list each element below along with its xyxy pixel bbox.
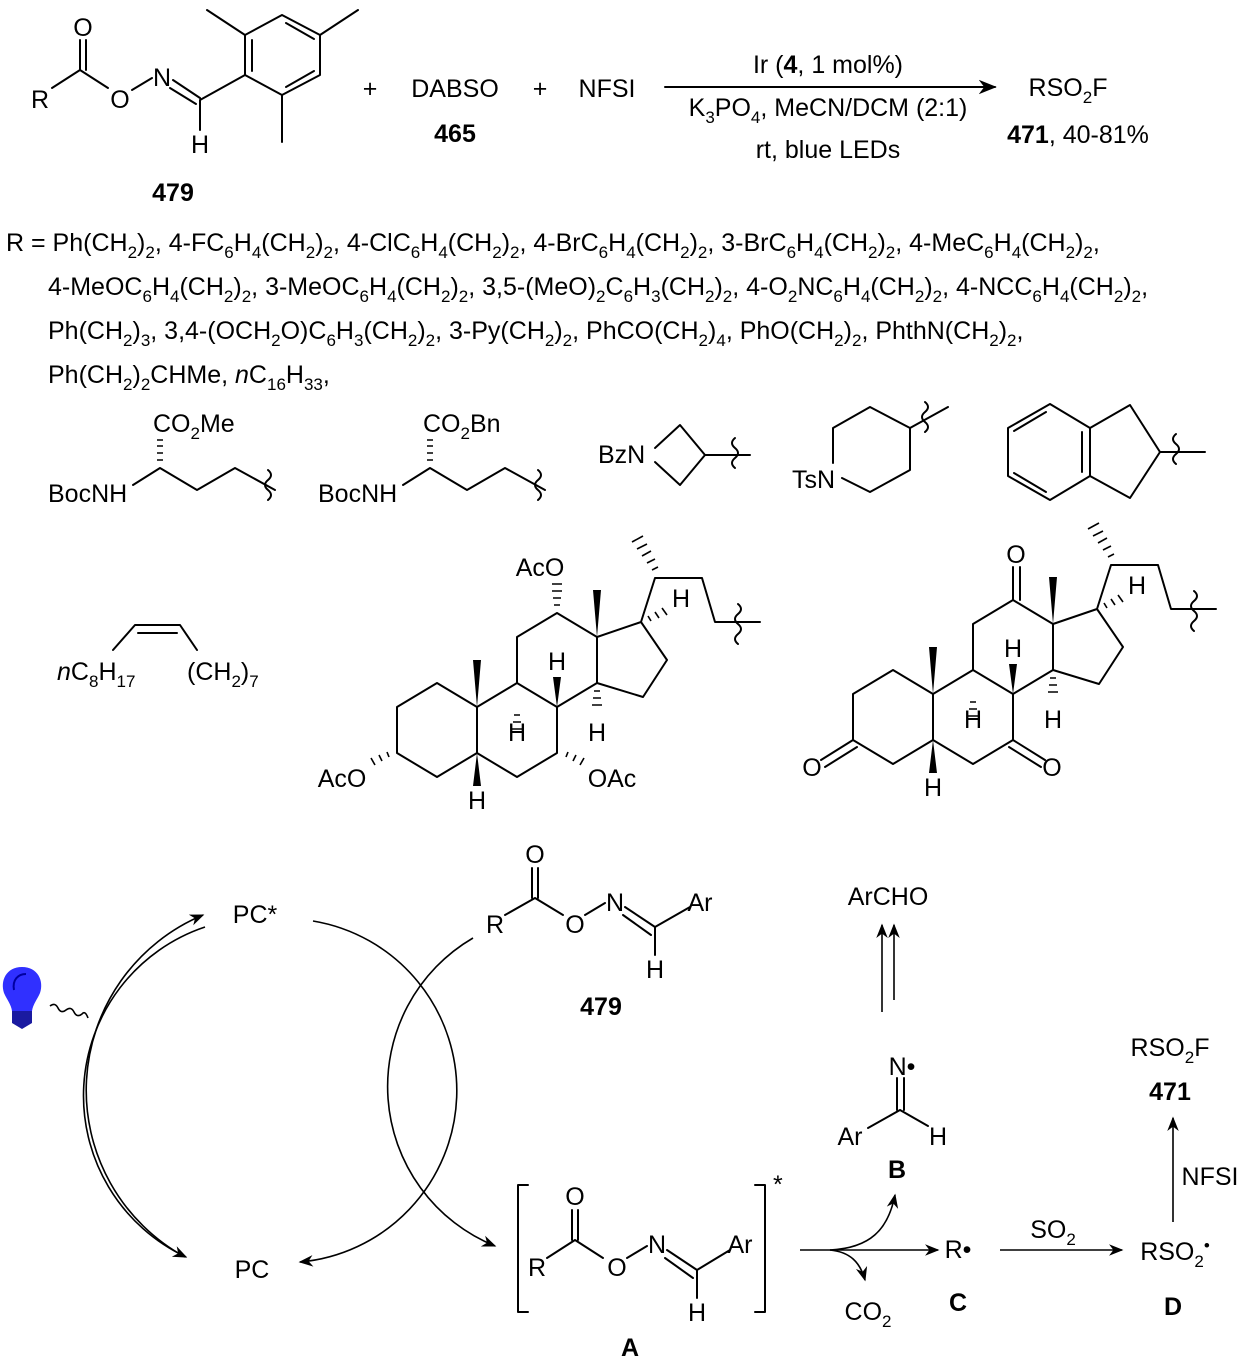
atom-o: O xyxy=(73,14,92,42)
compound-label-479: 479 xyxy=(152,179,194,207)
catalyst-conditions: Ir (4, 1 mol%) xyxy=(753,51,903,79)
atom-o: O xyxy=(110,86,129,114)
alkyl-radical: R• xyxy=(945,1236,972,1264)
acetoxy-group: AcO xyxy=(318,765,367,793)
atom-o: O xyxy=(1042,754,1061,782)
nitrogen-group: TsN xyxy=(792,466,835,494)
r-label: R xyxy=(528,1254,546,1282)
plus-sign: + xyxy=(363,75,378,103)
atom-h: H xyxy=(924,774,942,802)
substrate-479-structure: O R O N Ar H 479 xyxy=(486,841,713,1021)
intermediate-label-d: D xyxy=(1164,1293,1182,1321)
atom-h: H xyxy=(964,706,982,734)
nfsi-name: NFSI xyxy=(579,75,636,103)
atom-h: H xyxy=(929,1123,947,1151)
product-formula: RSO2F xyxy=(1131,1034,1210,1067)
misc-conditions: rt, blue LEDs xyxy=(756,136,901,164)
nfsi-reagent: NFSI xyxy=(1182,1163,1239,1191)
photocatalytic-cycle: PC* PC xyxy=(2,901,497,1284)
plus-sign: + xyxy=(533,75,548,103)
atom-h: H xyxy=(1004,635,1022,663)
intermediate-a-structure: O R O N Ar H * A xyxy=(517,1171,783,1360)
intermediate-label-b: B xyxy=(888,1156,906,1184)
sulfur-dioxide: SO2​ xyxy=(1030,1216,1076,1249)
atom-o: O xyxy=(565,911,584,939)
product-label-471: 471 xyxy=(1149,1078,1191,1106)
aryl-label: Ar xyxy=(838,1123,863,1151)
aryl-label: Ar xyxy=(688,889,713,917)
atom-n: N xyxy=(606,889,624,917)
atom-h: H xyxy=(1044,706,1062,734)
atom-h: H xyxy=(646,956,664,984)
atom-h: H xyxy=(672,585,690,613)
excited-star: * xyxy=(773,1171,783,1199)
aryl-label: Ar xyxy=(728,1231,753,1259)
aldehyde-product: ArCHO xyxy=(848,883,929,911)
azetidine-structure: BzN xyxy=(598,424,751,486)
atom-n: N xyxy=(648,1231,666,1259)
fragmentation-arrows xyxy=(800,923,1179,1282)
compound-label-479: 479 xyxy=(580,993,622,1021)
r-label: R xyxy=(486,911,504,939)
carbon-dioxide: CO2​ xyxy=(845,1298,892,1331)
indane-structure xyxy=(1007,403,1206,501)
ester-group: CO2Me xyxy=(153,410,235,443)
steroid-triacetate-structure: AcO AcO OAc H H H H H xyxy=(318,535,761,815)
amino-ester-benzyl-structure: CO2Bn BocNH xyxy=(318,410,546,508)
intermediate-label-a: A xyxy=(621,1334,639,1360)
atom-h: H xyxy=(1128,572,1146,600)
alkyl-left: nC8H17​ xyxy=(57,658,135,691)
nitrogen-group: BzN xyxy=(598,441,645,469)
oleyl-structure: nC8H17​ (CH2)7​ xyxy=(57,624,259,691)
alkyl-right: (CH2)7​ xyxy=(187,658,259,691)
acetoxy-group: OAc xyxy=(588,765,637,793)
r-groups-line-2: 4-MeOC6H4(CH2)2, 3-MeOC6H4(CH2)2, 3,5-(M… xyxy=(48,273,1148,306)
acetoxy-group: AcO xyxy=(516,554,565,582)
lightbulb-icon xyxy=(2,967,42,1029)
iminyl-nitrogen: N• xyxy=(889,1053,916,1081)
compound-label-465: 465 xyxy=(434,120,476,148)
product-label-yield: 471, 40-81% xyxy=(1007,121,1149,149)
r-groups-line-4: Ph(CH2)2CHMe, nC16H33, xyxy=(48,361,330,394)
r-groups-line-1: R = Ph(CH2)2, 4-FC6H4(CH2)2, 4-ClC6H4(CH… xyxy=(6,229,1100,262)
atom-o: O xyxy=(607,1254,626,1282)
sulfonyl-radical: RSO2•​ xyxy=(1140,1236,1210,1271)
dabso-name: DABSO xyxy=(411,75,499,103)
piperidine-structure: TsN xyxy=(792,401,949,494)
compound-479-structure: R O O N H 479 xyxy=(31,9,359,207)
atom-h: H xyxy=(468,787,486,815)
steroid-triketone-structure: O O O H H H H H xyxy=(802,522,1217,802)
atom-h: H xyxy=(688,1299,706,1327)
r-label: R xyxy=(31,86,49,114)
amine-group: BocNH xyxy=(48,480,127,508)
atom-n: N xyxy=(153,64,171,92)
atom-o: O xyxy=(525,841,544,869)
base-solvent-conditions: K3PO4, MeCN/DCM (2:1) xyxy=(689,94,968,127)
atom-o: O xyxy=(802,754,821,782)
atom-h: H xyxy=(548,648,566,676)
atom-o: O xyxy=(565,1183,584,1211)
ester-group: CO2Bn xyxy=(423,410,501,443)
amino-ester-methyl-structure: CO2Me BocNH xyxy=(48,410,276,508)
atom-o: O xyxy=(1006,541,1025,569)
amine-group: BocNH xyxy=(318,480,397,508)
intermediate-label-c: C xyxy=(949,1289,967,1317)
atom-h: H xyxy=(508,719,526,747)
atom-h: H xyxy=(588,719,606,747)
r-groups-line-3: Ph(CH2)3, 3,4-(OCH2O)C6H3(CH2)2, 3-Py(CH… xyxy=(48,317,1023,350)
atom-h: H xyxy=(191,131,209,159)
photocatalyst-excited: PC* xyxy=(233,901,278,929)
product-formula: RSO2F xyxy=(1029,74,1108,107)
iminyl-radical-b-structure: N• Ar H B xyxy=(838,1053,948,1184)
photocatalyst-ground: PC xyxy=(235,1256,270,1284)
